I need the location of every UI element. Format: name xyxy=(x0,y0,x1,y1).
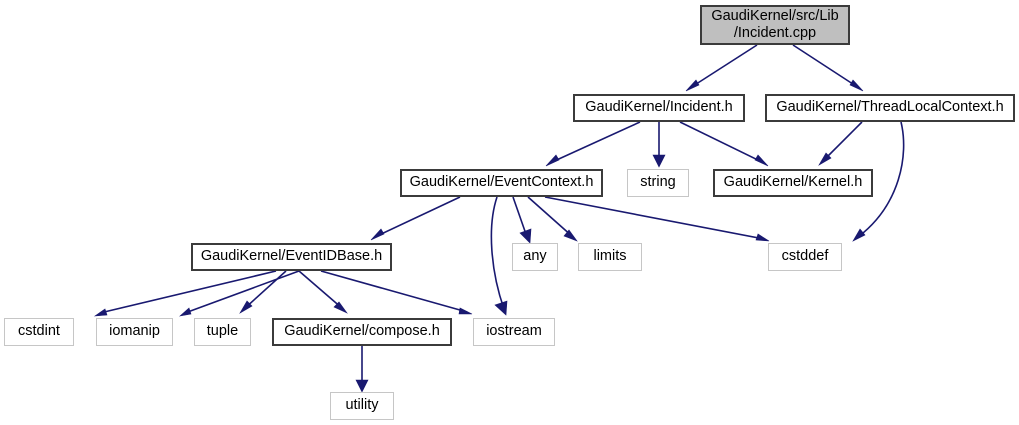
arrowhead-icon xyxy=(458,307,473,315)
arrowhead-icon xyxy=(849,79,864,92)
edge-eventidbase_h-to-iostream xyxy=(320,270,468,313)
arrowhead-icon xyxy=(355,379,369,393)
graph-node-compose_h[interactable]: GaudiKernel/compose.h xyxy=(272,318,452,346)
arrowhead-icon xyxy=(370,228,385,241)
edge-threadlocalcontext_h-to-kernel_h xyxy=(822,121,863,162)
arrowhead-icon xyxy=(852,228,866,242)
edge-eventcontext_h-to-eventidbase_h xyxy=(374,196,461,238)
arrowhead-icon xyxy=(685,79,700,92)
arrowhead-icon xyxy=(179,307,192,317)
edge-incident_h-to-eventcontext_h xyxy=(549,121,641,164)
edge-root-to-incident_h xyxy=(689,44,758,89)
arrowhead-icon xyxy=(239,300,253,314)
arrowhead-icon xyxy=(652,154,666,168)
graph-node-utility[interactable]: utility xyxy=(330,392,394,420)
graph-node-incident_h[interactable]: GaudiKernel/Incident.h xyxy=(573,94,745,122)
arrowhead-icon xyxy=(519,228,532,244)
edge-eventcontext_h-to-any xyxy=(512,196,528,238)
edge-eventcontext_h-to-iostream xyxy=(490,196,505,310)
arrowhead-icon xyxy=(93,308,108,317)
arrowhead-icon xyxy=(818,152,832,166)
edge-eventidbase_h-to-tuple xyxy=(243,270,287,310)
edge-threadlocalcontext_h-to-cstddef xyxy=(857,121,905,238)
arrowhead-icon xyxy=(545,154,560,167)
edge-eventidbase_h-to-compose_h xyxy=(298,270,344,310)
edge-eventidbase_h-to-cstdint xyxy=(99,270,277,314)
graph-node-root[interactable]: GaudiKernel/src/Lib /Incident.cpp xyxy=(700,5,850,45)
graph-node-string[interactable]: string xyxy=(627,169,689,197)
graph-node-kernel_h[interactable]: GaudiKernel/Kernel.h xyxy=(713,169,873,197)
graph-node-eventcontext_h[interactable]: GaudiKernel/EventContext.h xyxy=(400,169,603,197)
graph-node-cstddef[interactable]: cstddef xyxy=(768,243,842,271)
arrowhead-icon xyxy=(494,300,508,316)
arrowhead-icon xyxy=(563,229,578,242)
graph-node-iostream[interactable]: iostream xyxy=(473,318,555,346)
edge-incident_h-to-kernel_h xyxy=(679,121,765,164)
graph-node-iomanip[interactable]: iomanip xyxy=(96,318,173,346)
arrowhead-icon xyxy=(755,233,770,242)
arrowhead-icon xyxy=(754,154,769,167)
edge-eventcontext_h-to-limits xyxy=(527,196,574,238)
graph-node-tuple[interactable]: tuple xyxy=(194,318,251,346)
graph-node-limits[interactable]: limits xyxy=(578,243,642,271)
graph-node-cstdint[interactable]: cstdint xyxy=(4,318,74,346)
edge-root-to-threadlocalcontext_h xyxy=(792,44,860,89)
graph-node-eventidbase_h[interactable]: GaudiKernel/EventIDBase.h xyxy=(191,243,392,271)
graph-node-any[interactable]: any xyxy=(512,243,558,271)
arrowhead-icon xyxy=(333,301,348,314)
edge-eventidbase_h-to-iomanip xyxy=(184,270,300,314)
edge-eventcontext_h-to-cstddef xyxy=(544,196,765,240)
graph-node-threadlocalcontext_h[interactable]: GaudiKernel/ThreadLocalContext.h xyxy=(765,94,1015,122)
